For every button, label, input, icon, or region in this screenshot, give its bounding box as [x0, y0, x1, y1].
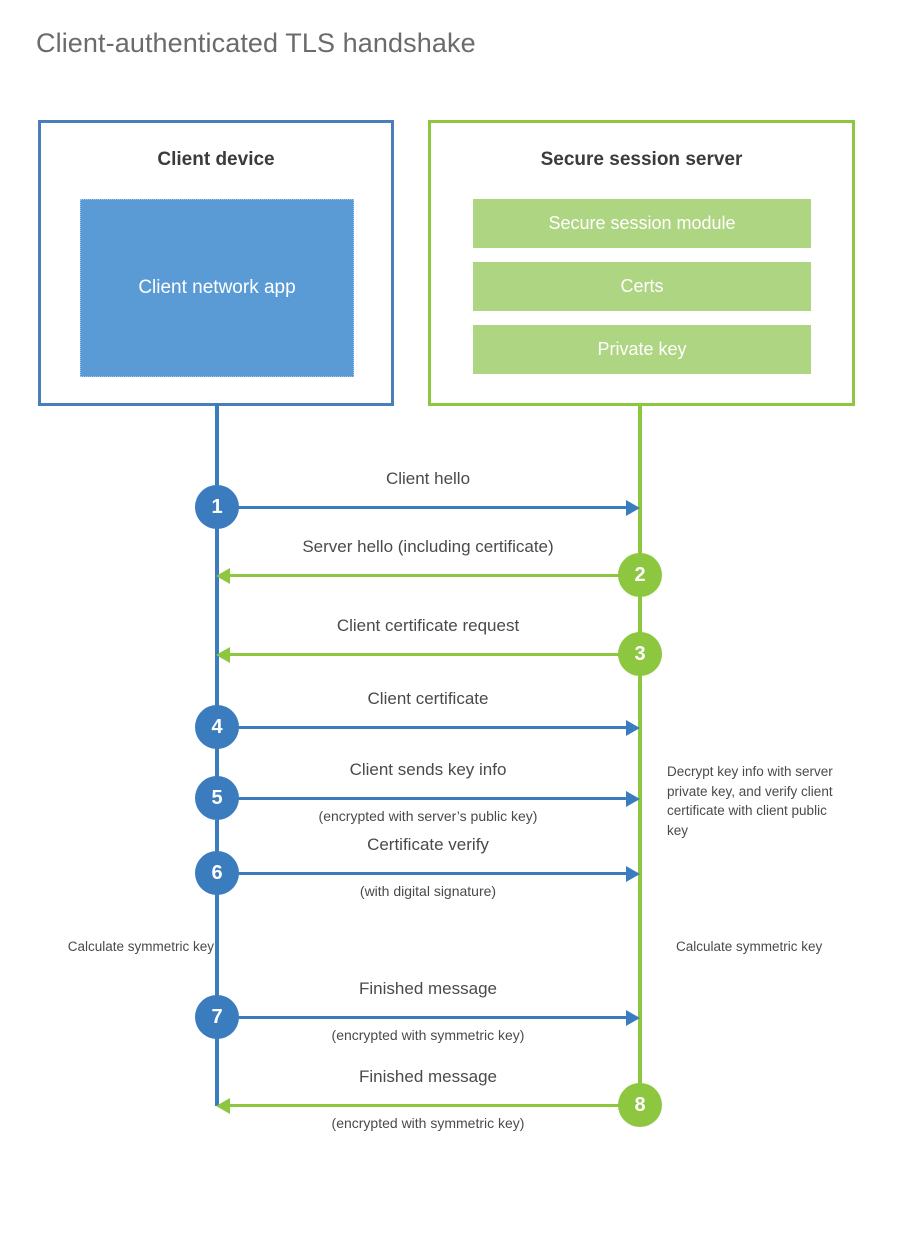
message-sublabel-5: (encrypted with server’s public key)	[318, 808, 538, 824]
step-marker-6: 6	[195, 851, 239, 895]
client-device-title: Client device	[157, 149, 275, 170]
server-module-certs: Certs	[473, 262, 811, 311]
arrowhead-left-icon	[216, 647, 230, 663]
message-arrow-line-8	[226, 1104, 638, 1107]
step-marker-4: 4	[195, 705, 239, 749]
client-device-box: Client device Client network app	[38, 120, 394, 406]
server-lifeline	[638, 403, 642, 1106]
message-label-2: Server hello (including certificate)	[302, 537, 554, 556]
arrowhead-left-icon	[216, 568, 230, 584]
client-network-app-block: Client network app	[80, 199, 354, 377]
message-arrow-line-4	[217, 726, 629, 729]
arrowhead-right-icon	[626, 500, 640, 516]
step-marker-3: 3	[618, 632, 662, 676]
message-arrow-line-6	[217, 872, 629, 875]
arrowhead-right-icon	[626, 1010, 640, 1026]
note-calculate-symmetric-key-client: Calculate symmetric key	[67, 939, 214, 954]
message-arrow-line-7	[217, 1016, 629, 1019]
step-marker-8: 8	[618, 1083, 662, 1127]
secure-session-server-title: Secure session server	[540, 149, 743, 170]
message-label-5: Client sends key info	[349, 760, 507, 779]
client-lifeline	[215, 403, 219, 1106]
server-module-secure-session-module: Secure session module	[473, 199, 811, 248]
secure-session-server-box: Secure session server Secure session mod…	[428, 120, 855, 406]
arrowhead-right-icon	[626, 720, 640, 736]
message-sublabel-7: (encrypted with symmetric key)	[331, 1027, 525, 1043]
message-sublabel-8: (encrypted with symmetric key)	[331, 1115, 525, 1131]
note-calculate-symmetric-key-server: Calculate symmetric key	[676, 939, 823, 954]
step-marker-7: 7	[195, 995, 239, 1039]
arrowhead-right-icon	[626, 866, 640, 882]
message-label-4: Client certificate	[367, 689, 489, 708]
step-marker-1: 1	[195, 485, 239, 529]
message-arrow-line-5	[217, 797, 629, 800]
message-sublabel-6: (with digital signature)	[359, 883, 497, 899]
message-arrow-line-2	[226, 574, 638, 577]
server-module-private-key: Private key	[473, 325, 811, 374]
arrowhead-left-icon	[216, 1098, 230, 1114]
message-label-3: Client certificate request	[336, 616, 520, 635]
message-label-1: Client hello	[385, 469, 471, 488]
message-label-8: Finished message	[359, 1067, 497, 1086]
step-marker-5: 5	[195, 776, 239, 820]
message-arrow-line-3	[226, 653, 638, 656]
message-label-6: Certificate verify	[367, 835, 489, 854]
note-decrypt-key-info: Decrypt key info with server private key…	[667, 764, 833, 838]
message-label-7: Finished message	[359, 979, 497, 998]
page-title: Client-authenticated TLS handshake	[36, 28, 476, 58]
arrowhead-right-icon	[626, 791, 640, 807]
message-arrow-line-1	[217, 506, 629, 509]
step-marker-2: 2	[618, 553, 662, 597]
